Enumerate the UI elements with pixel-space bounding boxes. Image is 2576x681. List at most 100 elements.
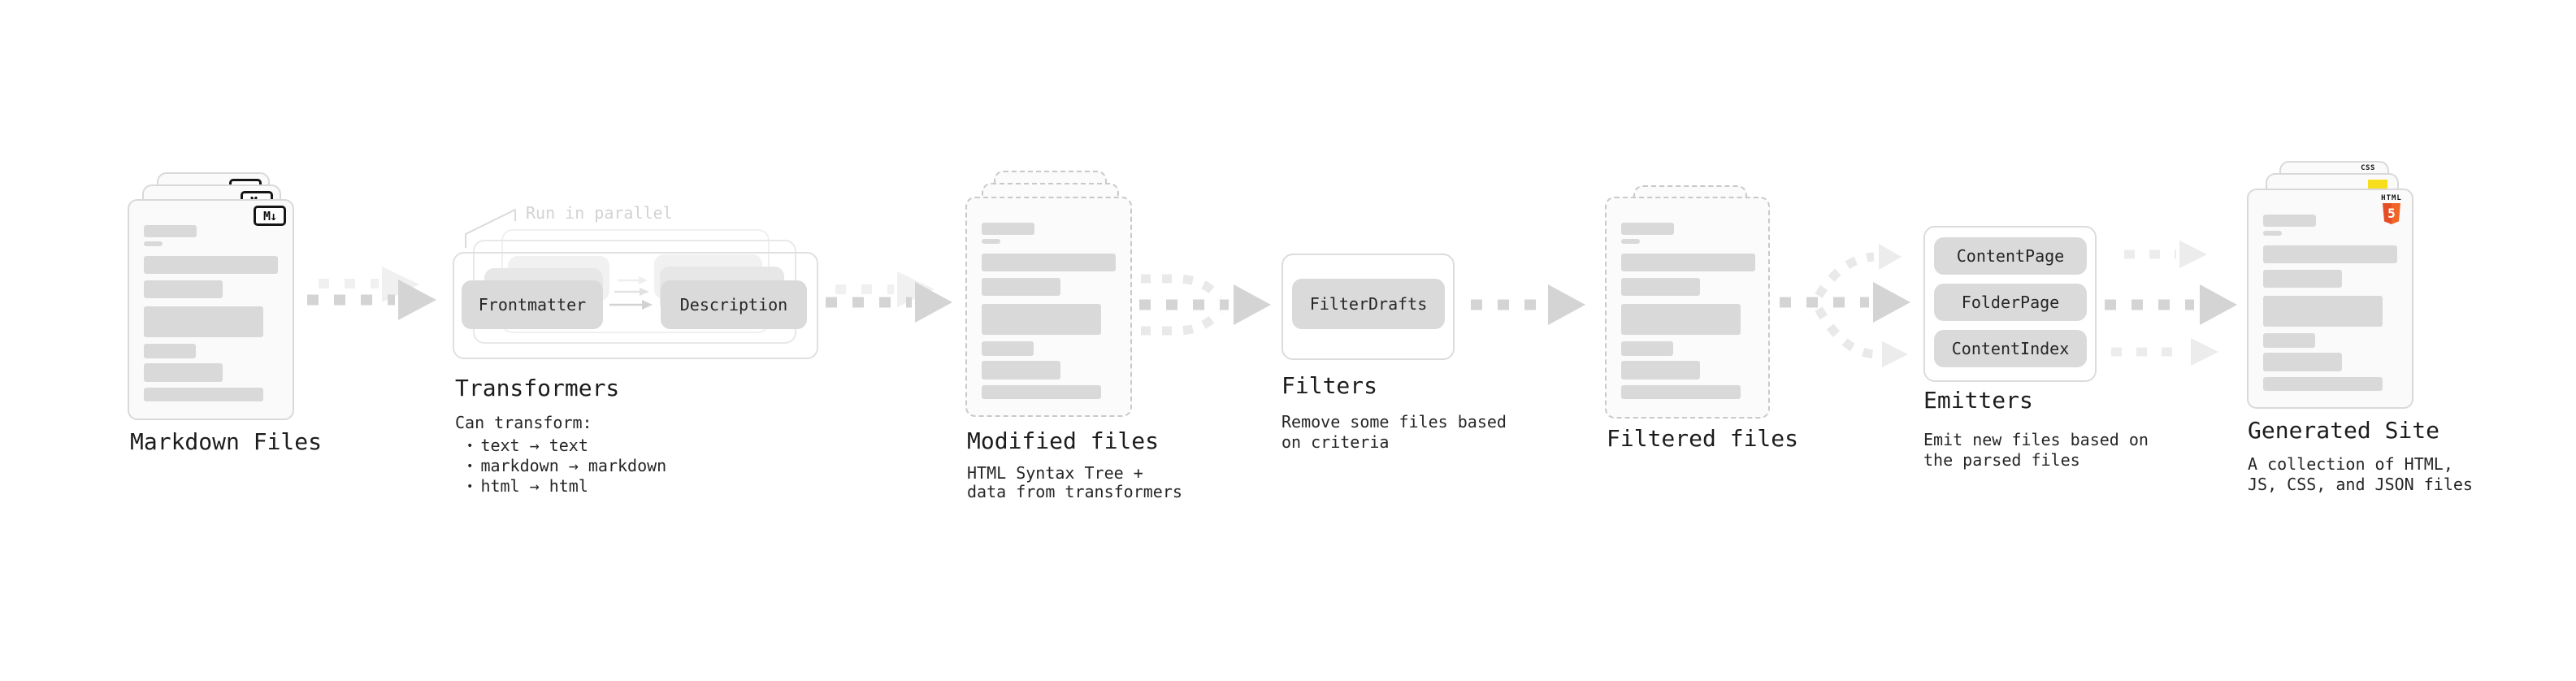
stage-title-generated-site: Generated Site <box>2248 417 2440 444</box>
emitter-pill-contentindex: ContentIndex <box>1934 330 2087 367</box>
bullet-text: html → html <box>480 476 588 496</box>
text-line-placeholder <box>2263 333 2315 348</box>
text-line-placeholder <box>144 344 196 358</box>
emitters-desc-line2: the parsed files <box>1923 450 2080 470</box>
bullet-icon: • <box>466 460 474 473</box>
arrow-filtered-to-emitters-fanout <box>1780 244 1910 367</box>
text-line-placeholder <box>982 254 1116 271</box>
transformer-pill-frontmatter: Frontmatter <box>462 280 603 329</box>
arrow-head <box>1234 284 1271 325</box>
arrow-head-light-top <box>2179 241 2207 268</box>
text-line-placeholder <box>1621 361 1700 380</box>
text-line-placeholder <box>144 280 223 298</box>
text-line-placeholder <box>144 388 263 401</box>
stage-title-emitters: Emitters <box>1923 387 2033 414</box>
transformers-bullet-3: • html → html <box>466 477 588 495</box>
text-line-placeholder <box>2263 377 2383 391</box>
text-line-placeholder <box>982 385 1101 399</box>
text-line-placeholder <box>982 341 1034 356</box>
arrow-head-light-top <box>1879 244 1902 270</box>
placeholder-text-lines <box>144 225 278 404</box>
text-line-placeholder <box>982 304 1101 335</box>
text-line-placeholder <box>1621 304 1741 335</box>
text-line-placeholder <box>144 241 163 246</box>
arrow-head <box>1873 282 1910 323</box>
placeholder-text-lines <box>2263 215 2397 393</box>
bullet-text: markdown → markdown <box>480 456 667 475</box>
emitter-pill-folderpage: FolderPage <box>1934 284 2087 321</box>
bullet-text: text → text <box>480 436 588 455</box>
emitter-pill-contentpage: ContentPage <box>1934 237 2087 275</box>
emitters-desc-line1: Emit new files based on <box>1923 430 2149 449</box>
text-line-placeholder <box>2263 353 2342 371</box>
arrow-head <box>1548 284 1585 325</box>
text-line-placeholder <box>982 239 1000 244</box>
arrow-modified-to-filters-merge <box>1139 274 1271 336</box>
text-line-placeholder <box>2263 215 2316 227</box>
annotation-leader-line <box>465 209 516 248</box>
file-sheet-front <box>965 197 1132 417</box>
placeholder-text-lines <box>1621 223 1755 402</box>
text-line-placeholder <box>1621 278 1700 296</box>
arrow-head-light-bottom <box>1882 341 1908 367</box>
mini-arrow-head-bottom <box>642 300 653 310</box>
bullet-icon: • <box>466 440 474 453</box>
text-line-placeholder <box>1621 239 1640 244</box>
text-line-placeholder <box>2263 270 2342 288</box>
modified-files-desc-line1: HTML Syntax Tree + <box>967 463 1143 483</box>
stage-title-filtered-files: Filtered files <box>1607 425 1799 452</box>
transformers-bullet-2: • markdown → markdown <box>466 457 666 475</box>
arrow-filters-to-filtered <box>1471 284 1585 325</box>
stage-title-markdown-files: Markdown Files <box>130 428 323 455</box>
text-line-placeholder <box>2263 231 2282 236</box>
bullet-icon: • <box>466 480 474 493</box>
css-badge-label: CSS <box>2361 164 2375 172</box>
placeholder-text-lines <box>982 223 1116 401</box>
html5-badge-icon: HTML 5 <box>2381 194 2402 224</box>
stage-title-filters: Filters <box>1281 372 1378 399</box>
arrow-head <box>2200 284 2237 325</box>
text-line-placeholder <box>982 223 1034 235</box>
markdown-icon: M↓ <box>254 206 286 226</box>
fan-curve-top <box>1815 252 1875 298</box>
fan-curve-bottom <box>1815 306 1876 359</box>
html5-number: 5 <box>2387 206 2396 221</box>
html5-badge-label: HTML <box>2381 194 2402 202</box>
arrow-head-light-bottom <box>2191 338 2218 366</box>
text-line-placeholder <box>982 361 1060 380</box>
run-in-parallel-annotation: Run in parallel <box>526 203 673 223</box>
text-line-placeholder <box>1621 341 1673 356</box>
arrow-transformers-to-modified <box>826 271 952 323</box>
file-sheet-front: HTML 5 <box>2247 189 2413 409</box>
filters-desc-line2: on criteria <box>1281 432 1390 452</box>
filter-pill-filterdrafts: FilterDrafts <box>1292 279 1445 329</box>
merge-curve-bottom <box>1141 308 1224 336</box>
mini-arrow-head-top <box>639 276 648 284</box>
text-line-placeholder <box>144 363 223 382</box>
arrow-emitters-to-generated <box>2105 241 2237 366</box>
stage-title-transformers: Transformers <box>455 375 620 401</box>
stage-title-modified-files: Modified files <box>967 427 1160 454</box>
arrow-markdown-to-transformers <box>307 267 436 320</box>
mini-arrow-head-mid <box>640 288 649 296</box>
text-line-placeholder <box>2263 245 2397 263</box>
modified-files-desc-line2: data from transformers <box>967 482 1182 501</box>
merge-curve-top <box>1141 274 1224 301</box>
filters-desc-line1: Remove some files based <box>1281 412 1507 432</box>
html5-shield-icon: 5 <box>2383 203 2400 224</box>
text-line-placeholder <box>144 256 278 274</box>
generated-site-desc-line2: JS, CSS, and JSON files <box>2248 475 2473 494</box>
text-line-placeholder <box>144 225 197 237</box>
arrow-head <box>915 282 952 323</box>
text-line-placeholder <box>144 306 263 337</box>
text-line-placeholder <box>2263 296 2383 327</box>
transformer-pill-description: Description <box>661 280 807 329</box>
transformers-desc-heading: Can transform: <box>455 413 592 432</box>
file-sheet-front <box>1605 197 1770 419</box>
text-line-placeholder <box>1621 223 1674 235</box>
transformers-bullet-1: • text → text <box>466 436 588 454</box>
generated-site-desc-line1: A collection of HTML, <box>2248 454 2453 474</box>
text-line-placeholder <box>982 278 1060 296</box>
arrow-head <box>398 280 436 320</box>
